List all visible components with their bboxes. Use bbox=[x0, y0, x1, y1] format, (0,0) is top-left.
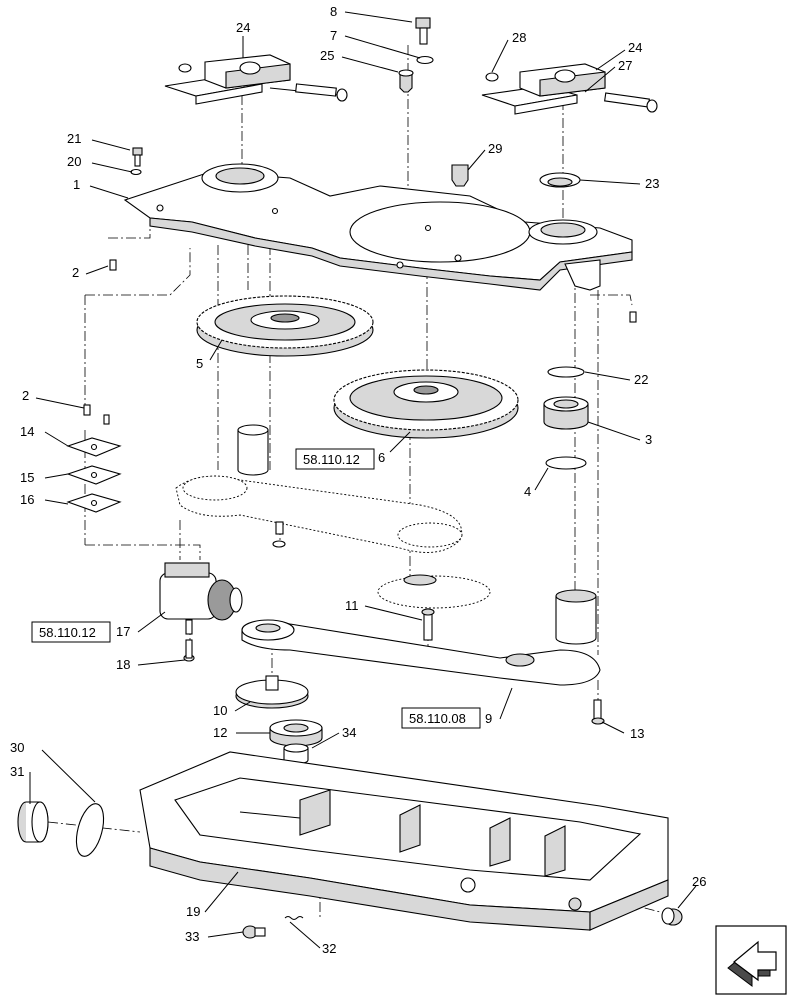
callout-19: 19 bbox=[186, 904, 200, 919]
callout-33: 33 bbox=[185, 929, 199, 944]
callout-11: 11 bbox=[345, 598, 359, 613]
callout-14: 14 bbox=[20, 424, 34, 439]
callout-leaders bbox=[29, 11, 697, 949]
callout-31: 31 bbox=[10, 764, 24, 779]
bolts bbox=[421, 608, 605, 725]
housing-plate bbox=[123, 163, 633, 291]
reference-label: 58.110.08 bbox=[409, 711, 466, 726]
callout-7: 7 bbox=[330, 28, 337, 43]
next-page-arrow-icon[interactable] bbox=[715, 925, 787, 995]
reference-label: 58.110.12 bbox=[303, 452, 360, 467]
section-reference-17[interactable]: 58.110.12 bbox=[31, 621, 111, 643]
callout-2-left: 2 bbox=[22, 388, 29, 403]
callout-22: 22 bbox=[634, 372, 648, 387]
callout-2-top: 2 bbox=[72, 265, 79, 280]
shims bbox=[66, 437, 122, 513]
disc-and-bearings bbox=[235, 675, 323, 765]
callout-24-right: 24 bbox=[628, 40, 642, 55]
callout-6: 6 bbox=[378, 450, 385, 465]
callout-18: 18 bbox=[116, 657, 130, 672]
sensor-bracket-left bbox=[164, 54, 348, 105]
callout-28: 28 bbox=[512, 30, 526, 45]
callout-34: 34 bbox=[342, 725, 356, 740]
callout-labels: 8 7 25 24 28 24 27 21 20 1 29 23 2 5 22 … bbox=[10, 4, 706, 956]
gear-large bbox=[333, 369, 519, 439]
callout-1: 1 bbox=[73, 177, 80, 192]
bottom-hardware bbox=[242, 907, 683, 939]
callout-15: 15 bbox=[20, 470, 34, 485]
callout-20: 20 bbox=[67, 154, 81, 169]
sensor-bracket-right bbox=[481, 63, 658, 115]
section-reference-9[interactable]: 58.110.08 bbox=[401, 707, 481, 729]
drive-arm bbox=[241, 589, 601, 686]
callout-3: 3 bbox=[645, 432, 652, 447]
reference-label: 58.110.12 bbox=[39, 625, 96, 640]
callout-5: 5 bbox=[196, 356, 203, 371]
bearing-and-rings bbox=[543, 366, 589, 470]
callout-17: 17 bbox=[116, 624, 130, 639]
callout-4: 4 bbox=[524, 484, 531, 499]
callout-16: 16 bbox=[20, 492, 34, 507]
callout-25: 25 bbox=[320, 48, 334, 63]
drive-arm-outline bbox=[175, 424, 491, 609]
gearbox-housing bbox=[139, 751, 669, 931]
section-reference-6[interactable]: 58.110.12 bbox=[295, 448, 375, 470]
callout-10: 10 bbox=[213, 703, 227, 718]
callout-30: 30 bbox=[10, 740, 24, 755]
plug-and-seal bbox=[17, 801, 105, 857]
callout-9: 9 bbox=[485, 711, 492, 726]
gear-small bbox=[196, 295, 374, 357]
callout-29: 29 bbox=[488, 141, 502, 156]
callout-13: 13 bbox=[630, 726, 644, 741]
motor-assembly bbox=[159, 562, 243, 662]
callout-21: 21 bbox=[67, 131, 81, 146]
callout-12: 12 bbox=[213, 725, 227, 740]
hardware-top bbox=[83, 17, 637, 425]
callout-26: 26 bbox=[692, 874, 706, 889]
callout-27: 27 bbox=[618, 58, 632, 73]
callout-32: 32 bbox=[322, 941, 336, 956]
callout-23: 23 bbox=[645, 176, 659, 191]
callout-8: 8 bbox=[330, 4, 337, 19]
callout-24-left: 24 bbox=[236, 20, 250, 35]
